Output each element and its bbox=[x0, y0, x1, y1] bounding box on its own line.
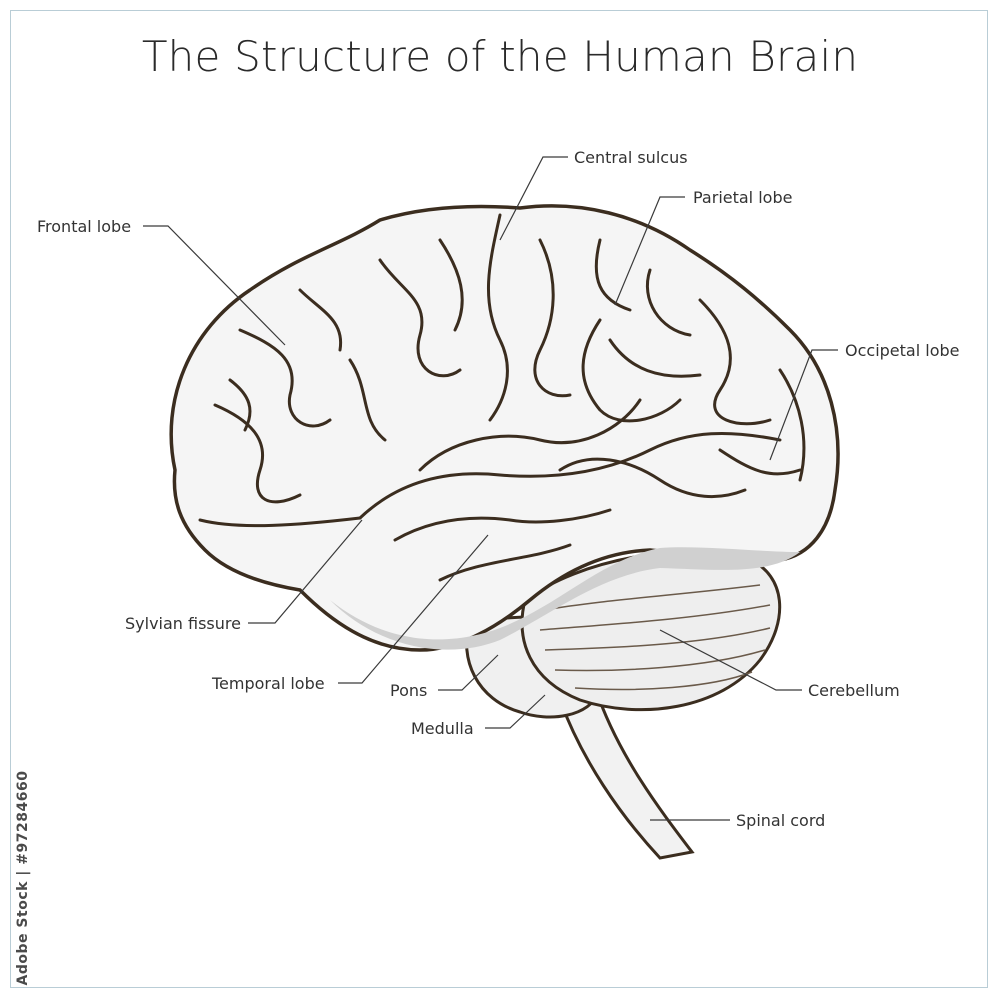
leader-sylvian-fissure bbox=[248, 519, 363, 624]
diagram-title: The Structure of the Human Brain bbox=[141, 32, 859, 81]
label-medulla: Medulla bbox=[411, 719, 474, 738]
leader-lines bbox=[143, 156, 838, 821]
stock-watermark: Adobe Stock | #97284660 bbox=[10, 768, 36, 988]
leader-central-sulcus bbox=[499, 156, 568, 241]
brain-sulci bbox=[198, 213, 806, 582]
image-frame bbox=[10, 10, 988, 988]
leader-medulla bbox=[485, 694, 546, 729]
leader-frontal-lobe bbox=[143, 225, 286, 346]
leader-pons bbox=[438, 654, 499, 691]
leader-occipital-lobe bbox=[769, 349, 838, 461]
label-central-sulcus: Central sulcus bbox=[574, 148, 688, 167]
label-temporal-lobe: Temporal lobe bbox=[211, 674, 325, 693]
spinal-cord-shape bbox=[558, 688, 695, 860]
watermark-text: Adobe Stock | #97284660 bbox=[15, 770, 31, 986]
leader-cerebellum bbox=[659, 629, 802, 691]
label-occipital-lobe: Occipetal lobe bbox=[845, 341, 959, 360]
label-sylvian-fissure: Sylvian fissure bbox=[125, 614, 241, 633]
label-frontal-lobe: Frontal lobe bbox=[37, 217, 131, 236]
label-spinal-cord: Spinal cord bbox=[736, 811, 825, 830]
cerebellum-folia bbox=[539, 584, 771, 691]
leader-parietal-lobe bbox=[614, 196, 685, 306]
label-cerebellum: Cerebellum bbox=[808, 681, 900, 700]
labels: Frontal lobe Central sulcus Parietal lob… bbox=[37, 148, 959, 830]
label-parietal-lobe: Parietal lobe bbox=[693, 188, 792, 207]
label-pons: Pons bbox=[390, 681, 427, 700]
cerebrum-shape bbox=[169, 204, 840, 652]
leader-temporal-lobe bbox=[338, 534, 489, 684]
temporal-shading bbox=[330, 547, 800, 650]
